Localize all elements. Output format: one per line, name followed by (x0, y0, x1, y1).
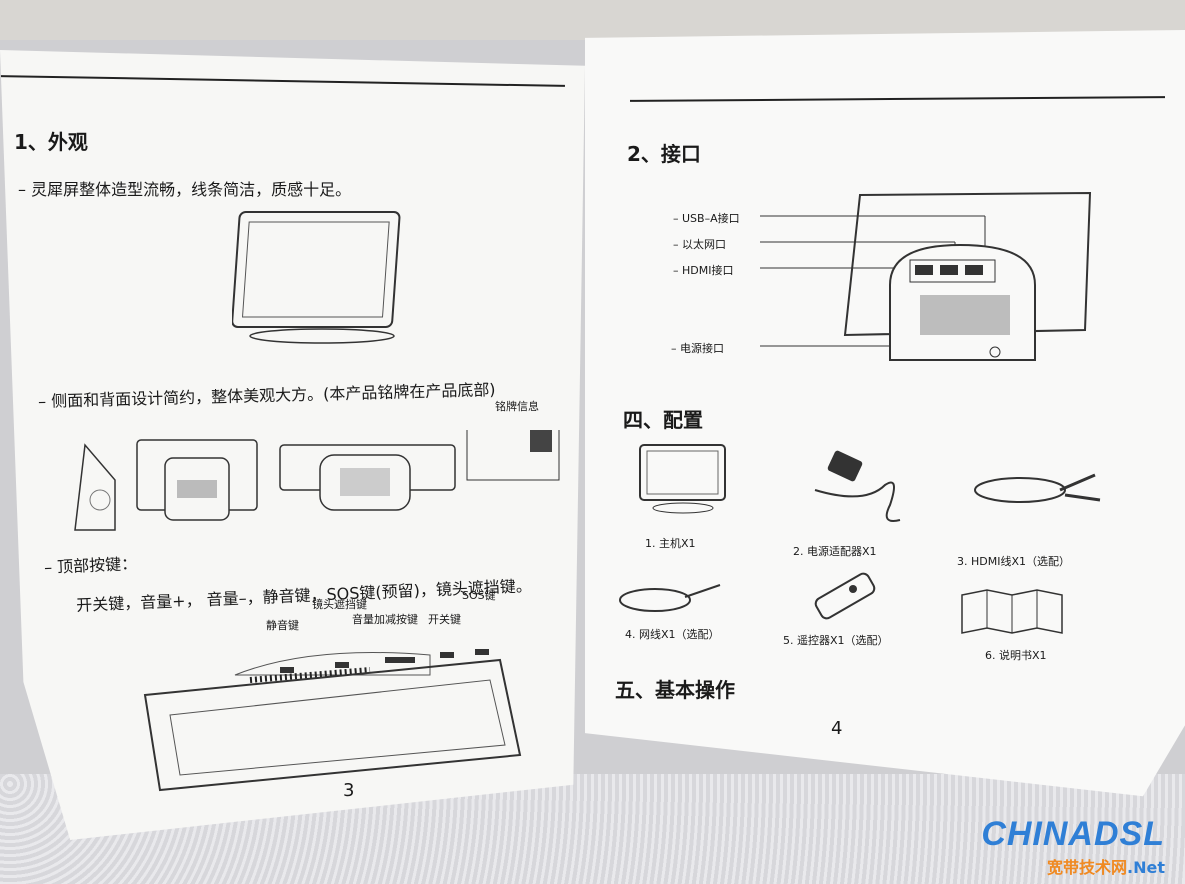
item-6-label: 6. 说明书X1 (985, 649, 1047, 662)
hdmi-cable-icon (974, 473, 1101, 503)
remote-control-icon (814, 572, 876, 620)
power-adapter-icon (814, 450, 901, 522)
top-keys-heading: – 顶部按键： (43, 553, 138, 578)
label-sos-key: SOS键 (462, 589, 496, 602)
label-hdmi-port: – HDMI接口 (673, 264, 734, 277)
item-5-label: 5. 遥控器X1（选配） (783, 634, 889, 647)
label-camera-cover-key: 镜头遮挡键 (312, 598, 367, 611)
nameplate-label: 铭牌信息 (495, 400, 539, 413)
section2-title: 2、接口 (627, 142, 701, 166)
nameplate-icon (466, 430, 560, 481)
label-power-key: 开关键 (428, 613, 461, 626)
section4-title: 四、配置 (623, 408, 703, 432)
display-icon (639, 444, 726, 514)
item-4-label: 4. 网线X1（选配） (625, 628, 720, 641)
manual-icon (961, 589, 1063, 634)
item-1-label: 1. 主机X1 (645, 537, 696, 550)
page-number-left: 3 (343, 780, 355, 801)
side-back-views (74, 430, 560, 531)
front-display-icon (232, 211, 401, 344)
label-volume-keys: 音量加减按键 (352, 613, 418, 626)
watermark-brand: CHINADSL (981, 815, 1165, 853)
right-page: 2、接口 – USB–A接口 – 以太网口 – HDMI接口 – 电源接口 四、… (585, 30, 1185, 797)
item-3-label: 3. HDMI线X1（选配） (957, 555, 1071, 568)
appearance-line: – 灵犀屏整体造型流畅，线条简洁，质感十足。 (18, 180, 352, 199)
top-view-device-icon (143, 649, 522, 792)
label-mute-key: 静音键 (266, 619, 299, 632)
watermark-sub: 宽带技术网.Net (1047, 858, 1165, 877)
site-watermark: CHINADSL 宽带技术网.Net (981, 815, 1165, 878)
section1-title: 1、外观 (14, 130, 88, 154)
left-page: 1、外观 – 灵犀屏整体造型流畅，线条简洁，质感十足。 – 侧面和背面设计简约，… (0, 50, 585, 840)
page-number-right: 4 (831, 718, 843, 739)
interface-diagram-icon (760, 191, 1092, 361)
top-rule-right (629, 96, 1166, 102)
item-2-label: 2. 电源适配器X1 (793, 545, 877, 558)
label-ethernet-port: – 以太网口 (673, 238, 726, 251)
network-cable-icon (619, 584, 721, 612)
label-power-port: – 电源接口 (671, 342, 724, 355)
section5-title: 五、基本操作 (615, 678, 735, 702)
side-back-line: – 侧面和背面设计简约，整体美观大方。(本产品铭牌在产品底部) (37, 380, 496, 411)
top-rule (0, 75, 565, 87)
side-view-icon (74, 443, 116, 531)
label-usb-port: – USB–A接口 (673, 212, 740, 225)
